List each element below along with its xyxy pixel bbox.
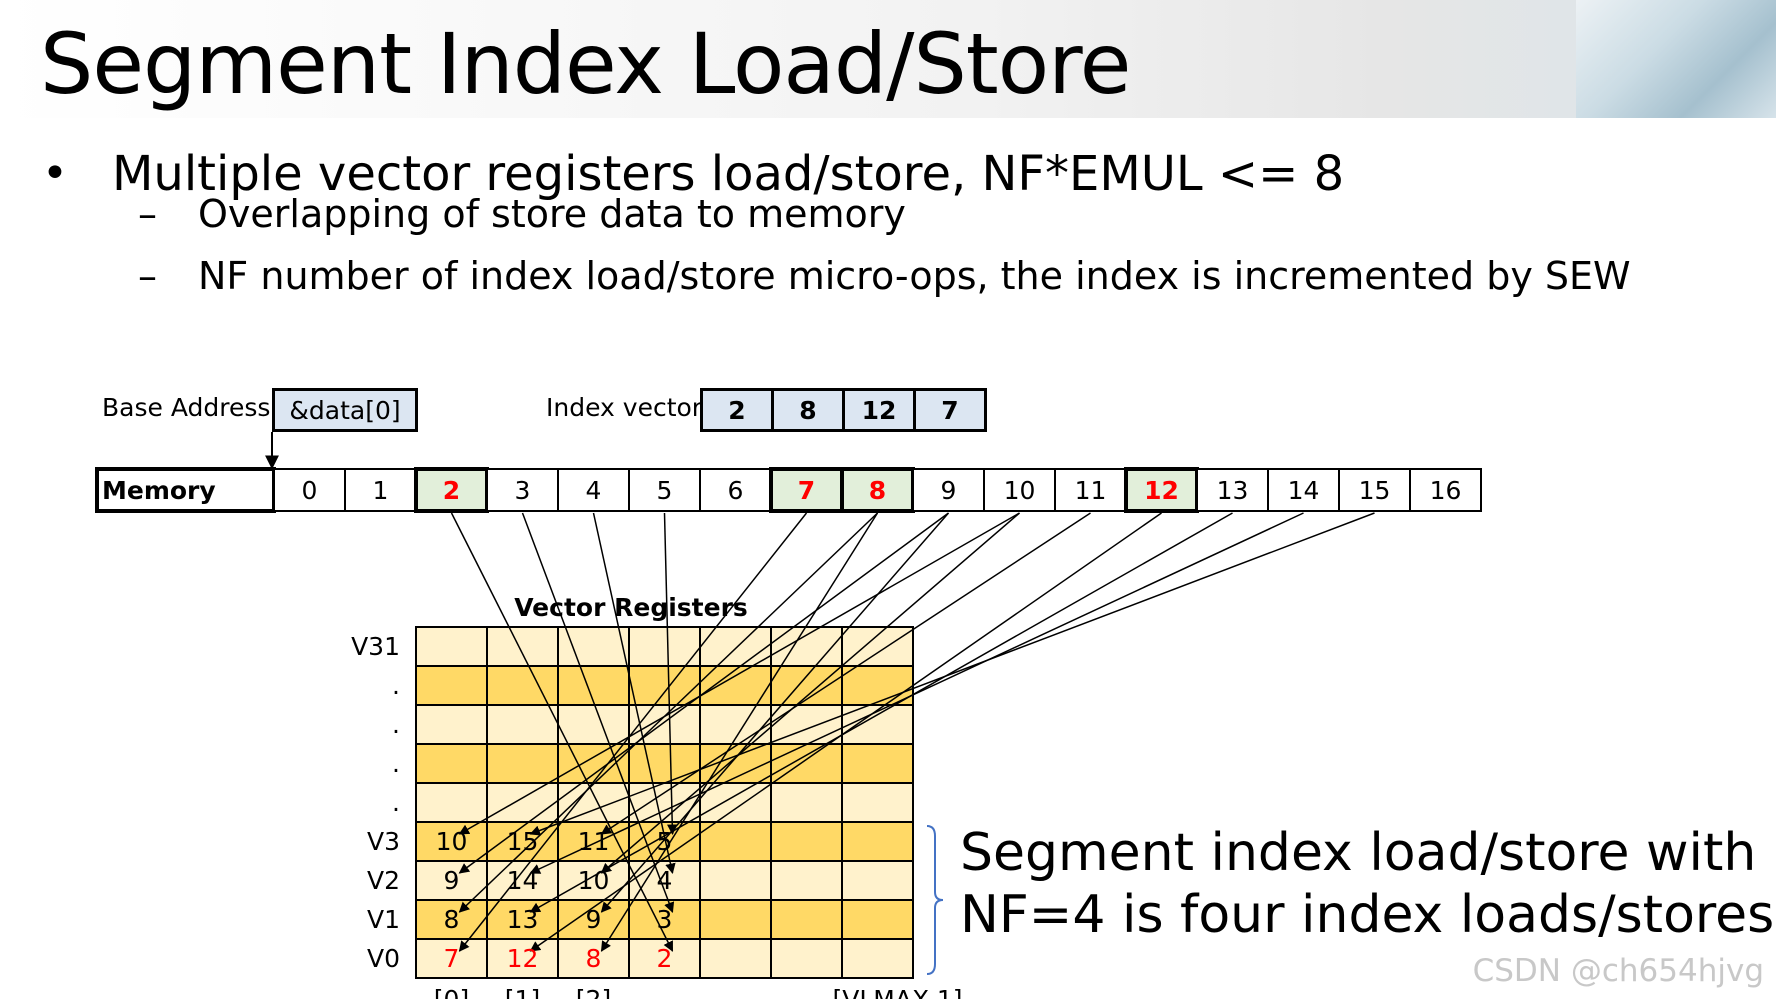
register-cell — [487, 627, 558, 666]
memory-cell-value: 8 — [869, 476, 886, 505]
register-cell — [842, 783, 913, 822]
register-cell — [842, 939, 913, 978]
element-index-label: [1] — [505, 985, 540, 999]
memory-cell-value: 4 — [586, 476, 602, 505]
register-value: 5 — [657, 827, 673, 856]
memory-cell-value: 12 — [1144, 476, 1179, 505]
register-label: . — [392, 710, 400, 739]
register-value: 15 — [507, 827, 539, 856]
register-value: 3 — [657, 905, 673, 934]
register-cell — [629, 783, 700, 822]
memory-cell-value: 11 — [1075, 476, 1107, 505]
register-cell — [842, 822, 913, 861]
register-label: V3 — [367, 827, 400, 856]
register-value: 8 — [586, 944, 602, 973]
register-cell — [416, 705, 487, 744]
register-cell — [700, 822, 771, 861]
memory-cell-value: 0 — [302, 476, 318, 505]
register-label: . — [392, 788, 400, 817]
memory-cell-value: 13 — [1217, 476, 1249, 505]
register-label: . — [392, 749, 400, 778]
register-cell — [842, 900, 913, 939]
register-label: V2 — [367, 866, 400, 895]
register-label: V1 — [367, 905, 400, 934]
register-value: 10 — [578, 866, 610, 895]
register-cell — [487, 705, 558, 744]
register-cell — [842, 744, 913, 783]
register-value: 9 — [586, 905, 602, 934]
element-index-label: [2] — [576, 985, 611, 999]
register-cell — [842, 627, 913, 666]
register-cell — [558, 627, 629, 666]
memory-cell-value: 5 — [657, 476, 673, 505]
register-value: 10 — [436, 827, 468, 856]
register-cell — [700, 900, 771, 939]
register-value: 9 — [444, 866, 460, 895]
register-cell — [416, 744, 487, 783]
memory-cell-value: 6 — [728, 476, 744, 505]
register-label: . — [392, 671, 400, 700]
memory-label: Memory — [102, 476, 216, 505]
register-cell — [771, 939, 842, 978]
memory-cell-value: 7 — [798, 476, 815, 505]
register-cell — [487, 744, 558, 783]
register-value: 4 — [657, 866, 673, 895]
memory-cell-value: 2 — [443, 476, 460, 505]
register-cell — [700, 861, 771, 900]
register-cell — [842, 861, 913, 900]
register-group-brace — [927, 826, 943, 974]
register-cell — [700, 939, 771, 978]
register-cell — [416, 783, 487, 822]
memory-cell-value: 1 — [373, 476, 389, 505]
memory-cell-value: 10 — [1004, 476, 1036, 505]
memory-cell-value: 3 — [515, 476, 531, 505]
register-value: 14 — [507, 866, 539, 895]
register-cell — [771, 822, 842, 861]
register-cell — [771, 861, 842, 900]
element-index-label: [VLMAX-1] — [832, 985, 962, 999]
note-line-2: NF=4 is four index loads/stores — [960, 884, 1774, 946]
register-cell — [629, 666, 700, 705]
register-value: 12 — [507, 944, 539, 973]
register-cell — [558, 666, 629, 705]
note-line-1: Segment index load/store with — [960, 822, 1756, 884]
register-value: 7 — [444, 944, 460, 973]
register-cell — [416, 666, 487, 705]
register-value: 2 — [657, 944, 673, 973]
register-value: 8 — [444, 905, 460, 934]
register-cell — [558, 705, 629, 744]
vector-registers-label: Vector Registers — [514, 593, 748, 622]
register-cell — [416, 627, 487, 666]
register-value: 13 — [507, 905, 539, 934]
register-cell — [487, 666, 558, 705]
register-cell — [771, 900, 842, 939]
element-index-label: [0] — [434, 985, 469, 999]
register-value: 11 — [578, 827, 610, 856]
register-cell — [771, 783, 842, 822]
watermark: CSDN @ch654hjvg — [1473, 953, 1764, 989]
memory-cell-value: 14 — [1288, 476, 1320, 505]
register-cell — [771, 627, 842, 666]
memory-cell-value: 9 — [941, 476, 957, 505]
register-label: V31 — [351, 632, 400, 661]
register-cell — [487, 783, 558, 822]
memory-cell-value: 16 — [1430, 476, 1462, 505]
register-cell — [558, 783, 629, 822]
register-label: V0 — [367, 944, 400, 973]
memory-cell-value: 15 — [1359, 476, 1391, 505]
